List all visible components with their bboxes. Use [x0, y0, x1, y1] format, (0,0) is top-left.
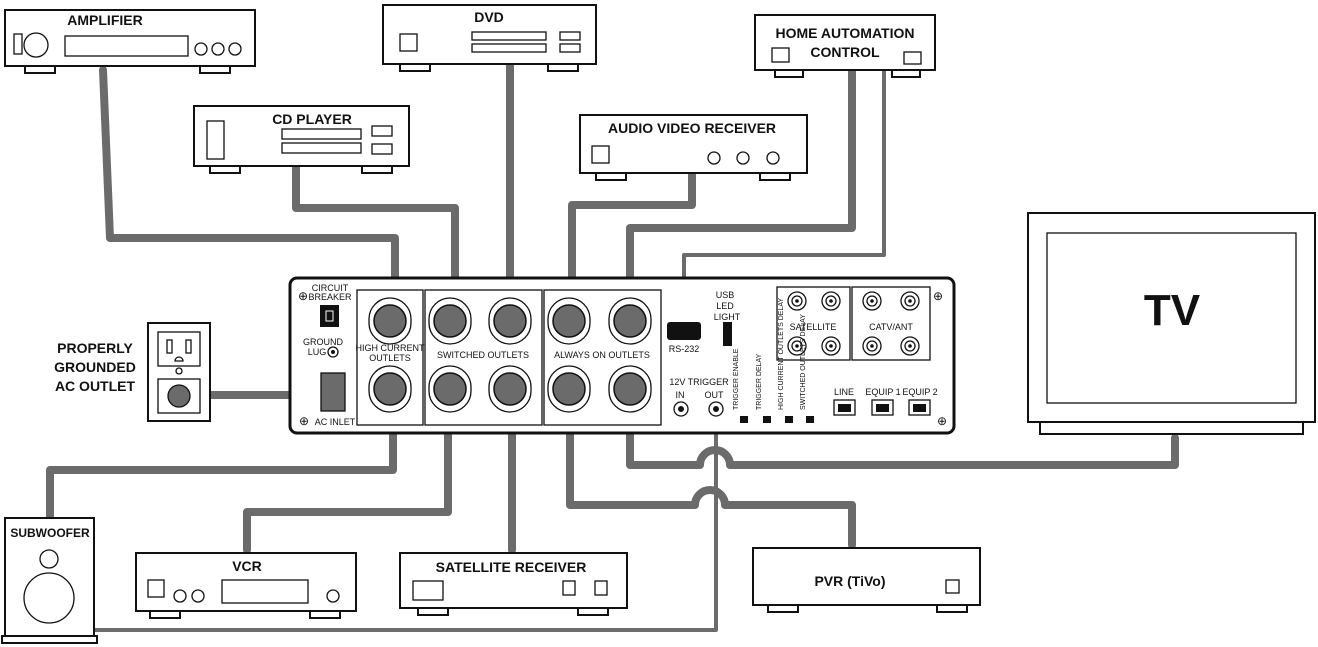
home-automation-label-1: HOME AUTOMATION [776, 25, 915, 41]
amplifier-label: AMPLIFIER [67, 12, 142, 28]
circuit-breaker-label-2: BREAKER [308, 292, 352, 302]
amplifier-knob-icon [23, 32, 49, 58]
dip-switch-3[interactable] [785, 416, 793, 423]
home-automation-device: HOME AUTOMATION CONTROL [754, 14, 936, 78]
cable-cd-player [292, 164, 459, 320]
coax-catv-3[interactable] [862, 336, 882, 356]
coax-satellite-2[interactable] [821, 291, 841, 311]
outlet-label-2: GROUNDED [54, 359, 136, 375]
av-receiver-device: AUDIO VIDEO RECEIVER [579, 114, 808, 181]
satellite-label: SATELLITE [790, 322, 837, 332]
outlet-always-on-bottom-2[interactable] [608, 365, 652, 413]
coax-catv-4[interactable] [900, 336, 920, 356]
trigger-out-jack[interactable] [708, 401, 724, 417]
led-label: LED [716, 301, 734, 311]
svg-text:⊕: ⊕ [299, 414, 309, 428]
dvd-label: DVD [474, 9, 504, 25]
outlet-always-on-top-1[interactable] [547, 297, 591, 345]
dip-switch-4[interactable] [806, 416, 814, 423]
cable-pvr [566, 391, 856, 549]
svg-text:⊕: ⊕ [298, 289, 308, 303]
dip-trigger-enable-label: TRIGGER ENABLE [733, 348, 740, 410]
outlet-switched-bottom-1[interactable] [428, 365, 472, 413]
dip-trigger-delay-label: TRIGGER DELAY [756, 353, 763, 410]
home-automation-label-2: CONTROL [810, 44, 880, 60]
phone-port-line[interactable] [833, 399, 856, 416]
line-label: LINE [834, 387, 854, 397]
coax-satellite-3[interactable] [787, 336, 807, 356]
circuit-breaker-label-1: CIRCUIT [312, 283, 349, 293]
trigger-in-label: IN [676, 390, 685, 400]
equip2-label: EQUIP 2 [902, 387, 937, 397]
svg-text:⊕: ⊕ [933, 289, 943, 303]
ac-inlet-port[interactable] [320, 372, 346, 412]
ac-inlet-label: AC INLET [315, 417, 356, 427]
high-current-label-1: HIGH CURRENT [356, 343, 426, 353]
cd-player-device: CD PLAYER [193, 105, 410, 174]
amplifier-switch-icon [13, 33, 23, 55]
trigger-out-label: OUT [705, 390, 725, 400]
rs232-port[interactable] [667, 322, 701, 340]
outlet-always-on-bottom-1[interactable] [547, 365, 591, 413]
always-on-outlets-label: ALWAYS ON OUTLETS [554, 350, 650, 360]
trigger-in-jack[interactable] [673, 401, 689, 417]
outlet-switched-bottom-2[interactable] [488, 365, 532, 413]
coax-satellite-1[interactable] [787, 291, 807, 311]
tv-device: TV [1027, 212, 1316, 435]
pvr-device: PVR (TiVo) [752, 547, 981, 613]
cable-vcr [243, 391, 452, 554]
satellite-receiver-label: SATELLITE RECEIVER [436, 559, 587, 575]
dvd-device: DVD [382, 4, 597, 72]
outlet-switched-top-2[interactable] [488, 297, 532, 345]
dip-high-current-delay-label: HIGH CURRENT OUTLETS DELAY [778, 298, 785, 410]
dip-switch-1[interactable] [740, 416, 748, 423]
ground-lug-label-2: LUG [308, 347, 327, 357]
outlet-high-current-bottom[interactable] [368, 365, 412, 413]
dip-switched-delay-label: SWITCHED OUTLETS DELAY [800, 314, 807, 410]
tv-label: TV [1144, 286, 1201, 335]
cable-home-automation-power [626, 66, 856, 320]
usb-label: USB [716, 290, 735, 300]
outlet-label-1: PROPERLY [57, 340, 133, 356]
pvr-label: PVR (TiVo) [814, 573, 885, 589]
outlet-switched-top-1[interactable] [428, 297, 472, 345]
light-label: LIGHT [714, 312, 741, 322]
cd-player-label: CD PLAYER [272, 111, 352, 127]
vcr-device: VCR [135, 552, 357, 619]
ground-lug-label-1: GROUND [303, 337, 343, 347]
usb-led-port[interactable] [723, 322, 732, 346]
catv-ant-label: CATV/ANT [869, 322, 913, 332]
power-panel: ⊕ ⊕ ⊕ ⊕ CIRCUIT BREAKER GROUND LUG AC IN… [288, 276, 956, 435]
ground-lug-icon [327, 346, 339, 358]
circuit-breaker-button[interactable] [320, 305, 339, 327]
subwoofer-label: SUBWOOFER [10, 526, 90, 540]
coax-catv-2[interactable] [900, 291, 920, 311]
phone-port-equip1[interactable] [871, 399, 894, 416]
ac-outlet: PROPERLY GROUNDED AC OUTLET [54, 322, 211, 422]
subwoofer-device: SUBWOOFER [1, 517, 98, 644]
satellite-receiver-device: SATELLITE RECEIVER [399, 552, 628, 616]
cable-trigger [93, 413, 718, 632]
rs232-label: RS-232 [669, 344, 700, 354]
amplifier-display [64, 35, 189, 57]
cables [46, 60, 1179, 632]
outlet-high-current-top[interactable] [368, 297, 412, 345]
cable-av-receiver [568, 171, 696, 320]
vcr-label: VCR [232, 558, 262, 574]
switched-outlets-label: SWITCHED OUTLETS [437, 350, 529, 360]
av-receiver-label: AUDIO VIDEO RECEIVER [608, 120, 776, 136]
amplifier-device: AMPLIFIER [4, 9, 256, 74]
coax-satellite-4[interactable] [821, 336, 841, 356]
phone-port-equip2[interactable] [908, 399, 931, 416]
dip-switch-2[interactable] [763, 416, 771, 423]
coax-connectors [787, 291, 920, 356]
svg-text:⊕: ⊕ [937, 414, 947, 428]
equip1-label: EQUIP 1 [865, 387, 900, 397]
coax-catv-1[interactable] [862, 291, 882, 311]
outlet-always-on-top-2[interactable] [608, 297, 652, 345]
outlet-label-3: AC OUTLET [55, 378, 136, 394]
high-current-label-2: OUTLETS [369, 353, 411, 363]
trigger-title: 12V TRIGGER [669, 377, 729, 387]
